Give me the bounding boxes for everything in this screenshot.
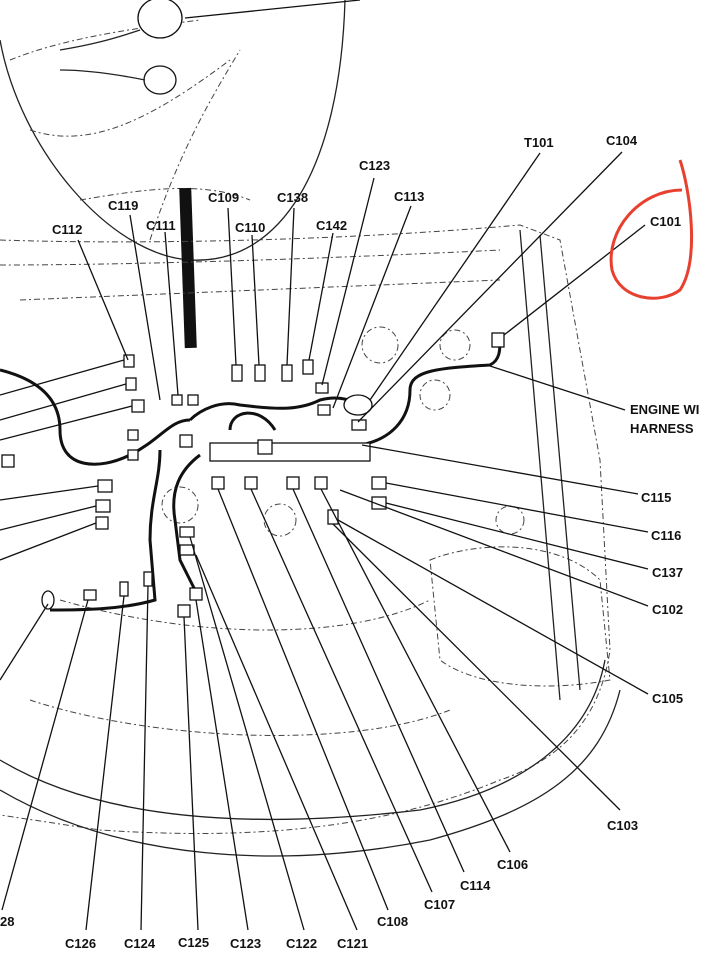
label-c116: C116 [651,528,681,543]
label-engine-harness-1: ENGINE WI [630,402,699,417]
label-c124: C124 [124,936,156,951]
label-c105: C105 [652,691,683,706]
label-c119: C119 [108,198,138,213]
label-t101: T101 [524,135,554,150]
label-c107: C107 [424,897,455,912]
label-c106: C106 [497,857,528,872]
label-c123-top: C123 [359,158,390,173]
vehicle-body-outline [0,224,621,857]
label-c115: C115 [641,490,671,505]
label-c109: C109 [208,190,239,205]
red-annotation-circle [609,159,694,300]
label-c138: C138 [277,190,308,205]
label-c142: C142 [316,218,347,233]
label-c102: C102 [652,602,683,617]
label-c101: C101 [650,214,681,229]
label-c110: C110 [235,220,265,235]
detail-inset [0,0,361,349]
label-c137: C137 [652,565,683,580]
connector-labels: C119 C112 C111 C109 C110 C138 C142 C123 … [0,133,699,951]
label-c122: C122 [286,936,317,951]
label-c126: C126 [65,936,96,951]
label-c104: C104 [606,133,638,148]
leader-lines [0,151,649,931]
wiring-harness [0,339,502,612]
label-c111: C111 [146,218,176,233]
label-c121: C121 [337,936,368,951]
label-c103: C103 [607,818,638,833]
label-engine-harness-2: HARNESS [630,421,694,436]
label-c114: C114 [460,878,491,893]
label-c125: C125 [178,935,209,950]
label-c112: C112 [52,222,82,237]
label-c113: C113 [394,189,424,204]
label-c128-partial: 28 [0,914,14,929]
label-c123-bottom: C123 [230,936,261,951]
label-c108: C108 [377,914,408,929]
